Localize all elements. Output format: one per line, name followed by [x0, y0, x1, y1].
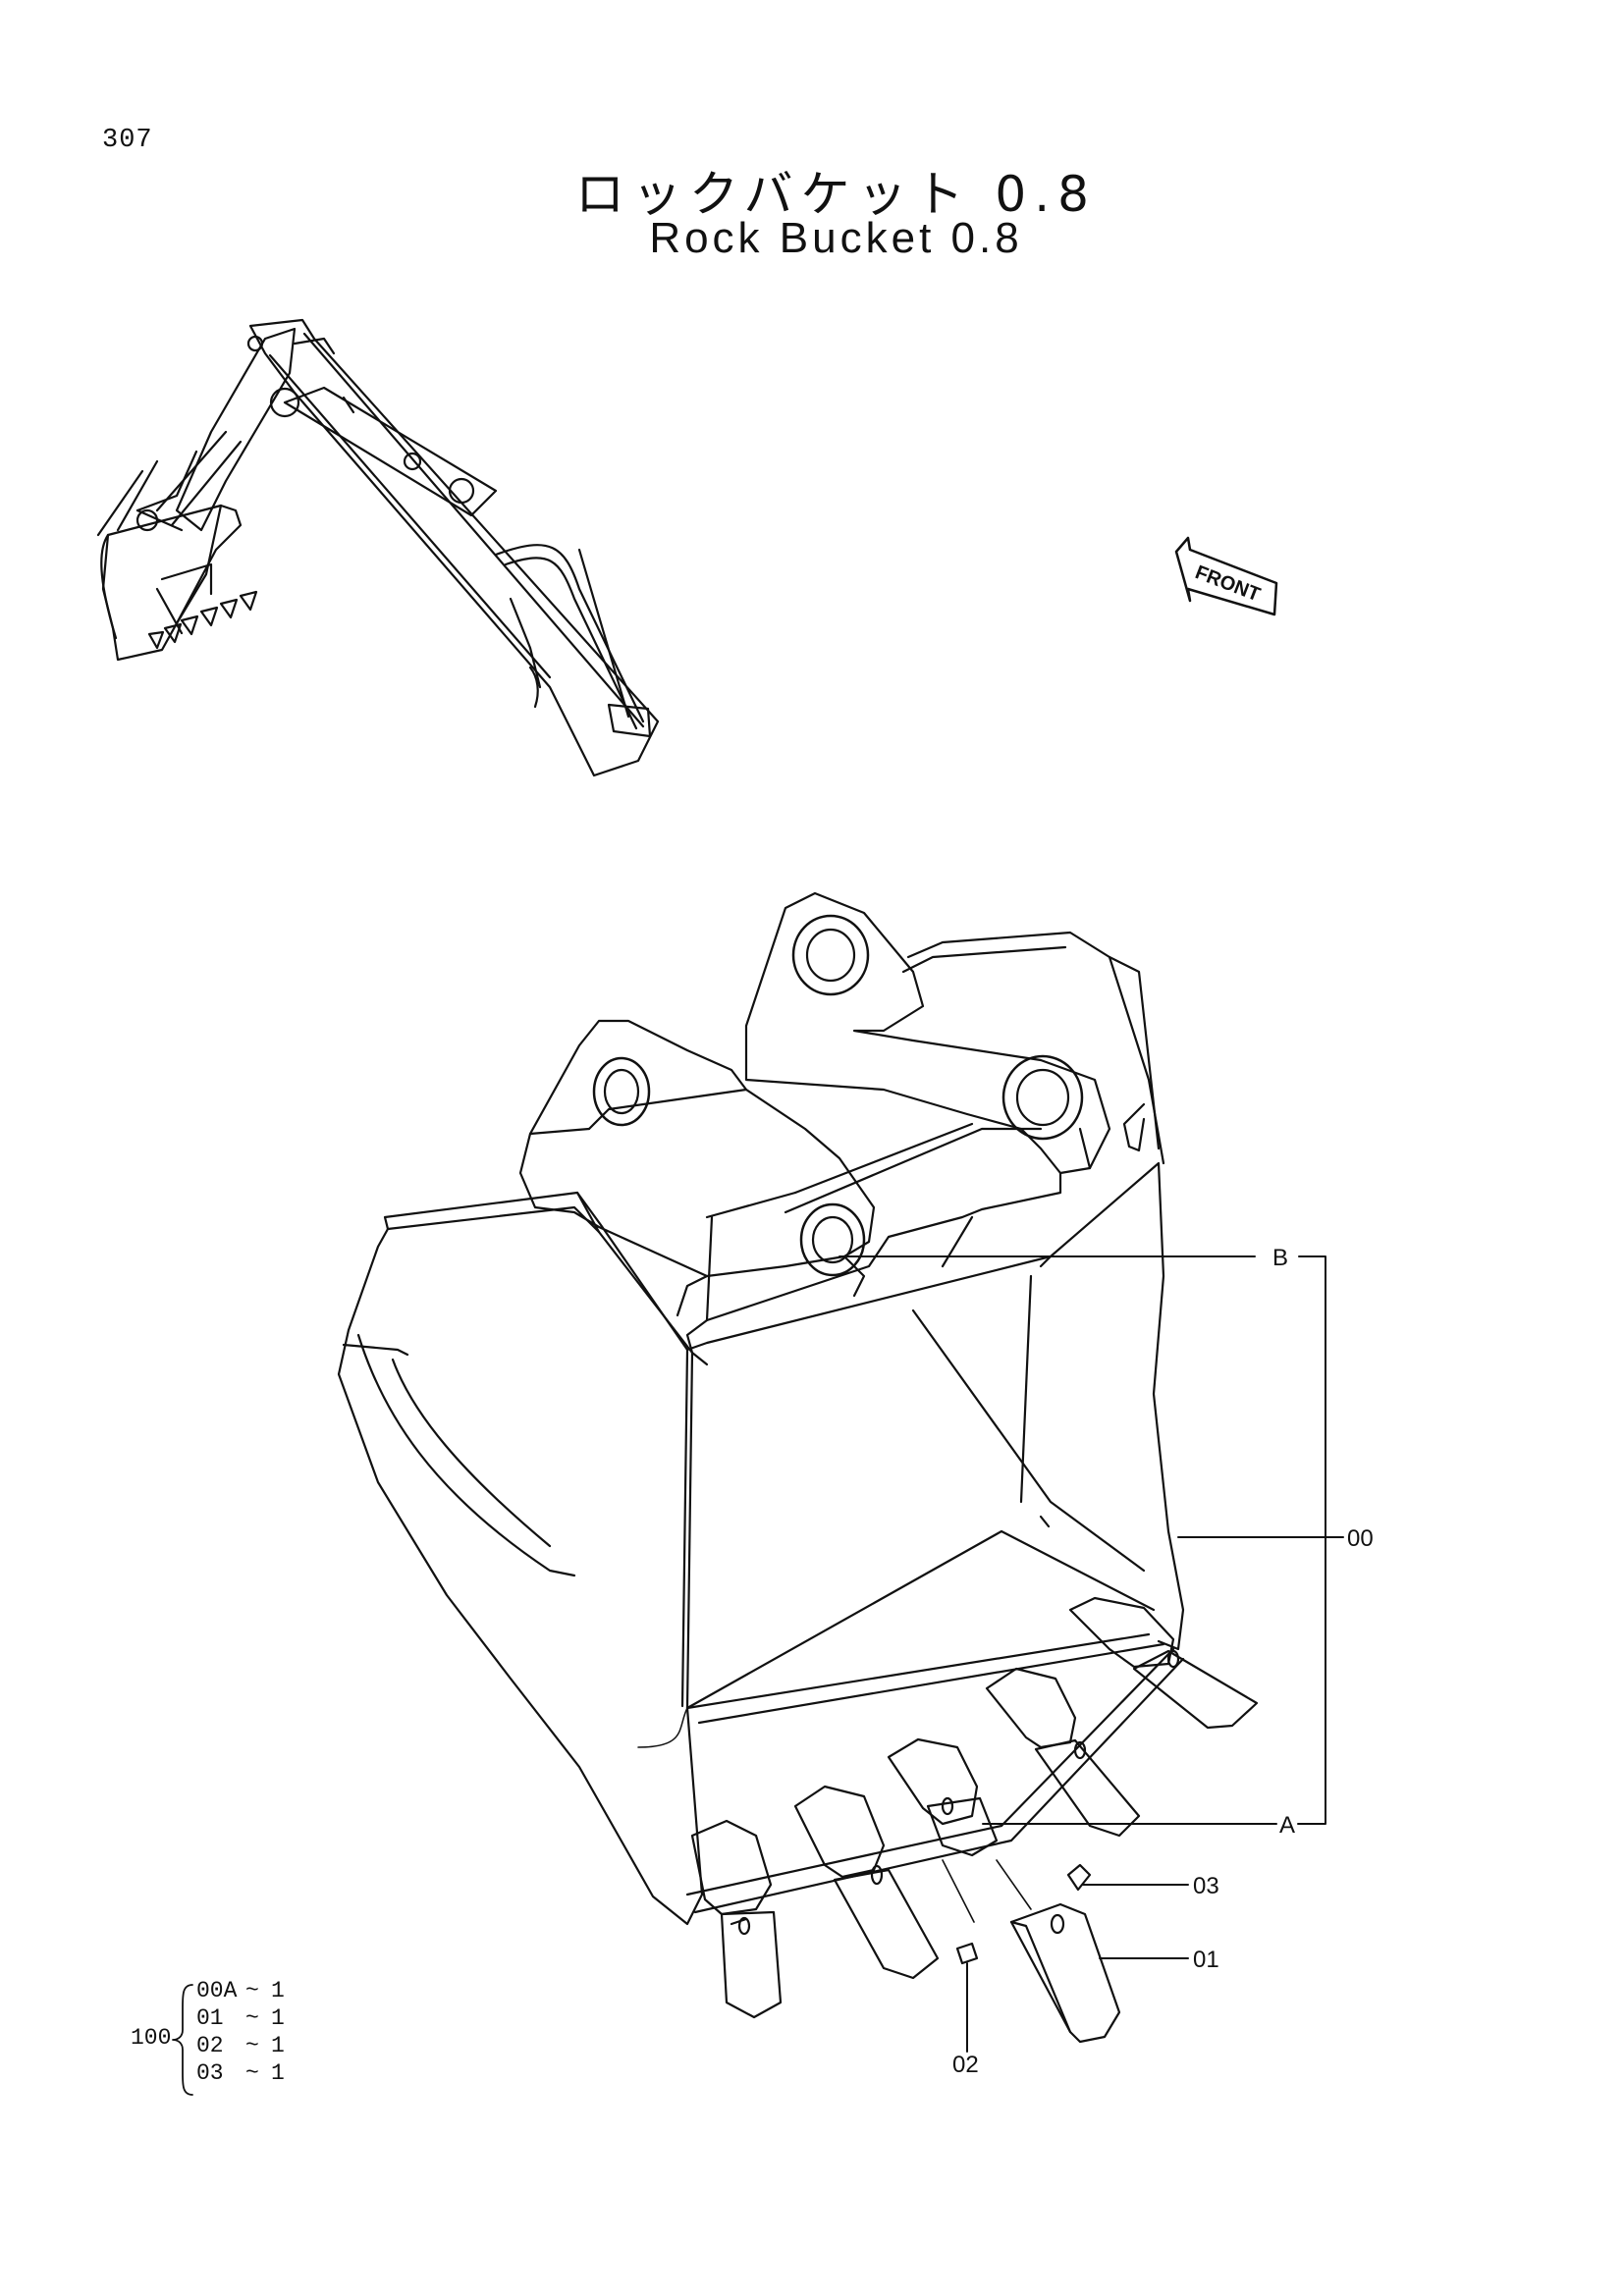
excavator-illustration [96, 318, 660, 777]
kit-line-separator: ~ [245, 2033, 259, 2058]
kit-line-part: 01 [196, 2005, 224, 2031]
callout-00: 00 [1347, 1525, 1374, 1552]
kit-line-separator: ~ [245, 2005, 259, 2031]
kit-line-qty: 1 [271, 2060, 285, 2086]
kit-line-part: 02 [196, 2033, 224, 2058]
callout-a: A [1279, 1812, 1295, 1839]
callout-01: 01 [1193, 1947, 1219, 1973]
kit-line-part: 03 [196, 2060, 224, 2086]
kit-line-separator: ~ [245, 2060, 259, 2086]
callout-b: B [1272, 1245, 1288, 1271]
front-arrow-icon: FRONT [1174, 536, 1278, 616]
kit-line-separator: ~ [245, 1978, 259, 2003]
kit-line-qty: 1 [271, 2033, 285, 2058]
callout-02: 02 [952, 2052, 979, 2078]
kit-line-qty: 1 [271, 2005, 285, 2031]
kit-number: 100 [131, 2025, 171, 2051]
page-number: 307 [102, 126, 153, 155]
title-japanese: ロックバケット 0.8 [575, 166, 1097, 223]
kit-line-part: 00A [196, 1978, 238, 2003]
front-label: FRONT [1192, 561, 1263, 606]
kit-line-qty: 1 [271, 1978, 285, 2003]
kit-composition: 100 00A ~ 1 01 ~ 1 02 ~ 1 03 ~ 1 [131, 1978, 285, 2096]
bucket-illustration [337, 891, 1259, 2044]
callout-03: 03 [1193, 1873, 1219, 1899]
title-english: Rock Bucket 0.8 [649, 214, 1023, 262]
leader-lines [839, 1255, 1344, 2053]
